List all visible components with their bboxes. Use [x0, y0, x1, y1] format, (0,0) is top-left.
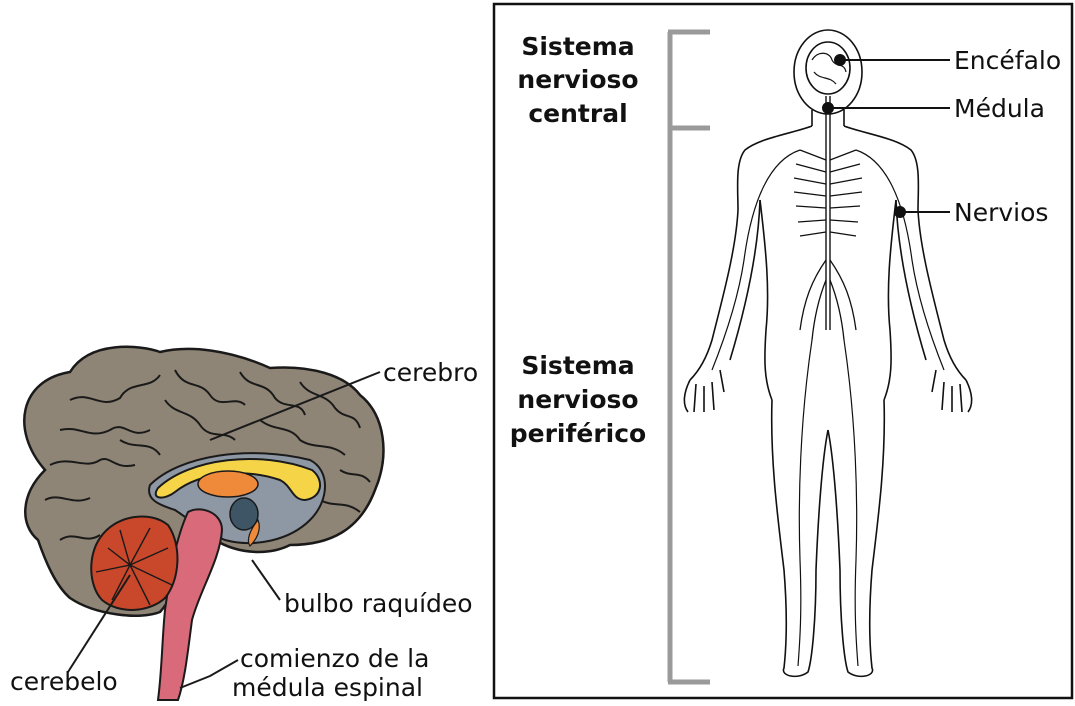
label-snc-line3: central — [528, 99, 627, 128]
brain-gyri — [44, 369, 371, 541]
label-encefalo: Encéfalo — [954, 46, 1061, 75]
label-cerebro: cerebro — [383, 358, 478, 387]
system-bracket — [667, 29, 710, 685]
brain-hypothalamus — [247, 518, 260, 547]
body-panel: Sistema nervioso central Sistema nervios… — [492, 2, 1074, 700]
label-snc-line1: Sistema — [521, 32, 634, 61]
cerebellum-folia — [95, 527, 173, 606]
brain-corpus-callosum — [154, 458, 321, 502]
label-cerebelo: cerebelo — [10, 667, 118, 696]
brain-illustration: cerebro bulbo raquídeo cerebelo comienzo… — [10, 345, 478, 702]
brain-thalamus — [197, 470, 259, 498]
brain-leaders — [67, 371, 381, 689]
human-figure — [683, 29, 973, 678]
label-snp-line3: periférico — [510, 419, 646, 448]
label-bulbo-raquideo: bulbo raquídeo — [284, 589, 473, 618]
label-medula-line1: comienzo de la — [240, 644, 429, 673]
callouts — [822, 54, 950, 218]
label-snp-line1: Sistema — [521, 351, 634, 380]
label-medula-line2: médula espinal — [232, 673, 423, 702]
panel-frame — [492, 2, 1074, 700]
brain-ventricle — [229, 497, 259, 531]
label-medula: Médula — [954, 94, 1045, 123]
label-nervios: Nervios — [954, 198, 1048, 227]
label-snp-line2: nervioso — [517, 385, 638, 414]
label-snc-line2: nervioso — [517, 65, 638, 94]
